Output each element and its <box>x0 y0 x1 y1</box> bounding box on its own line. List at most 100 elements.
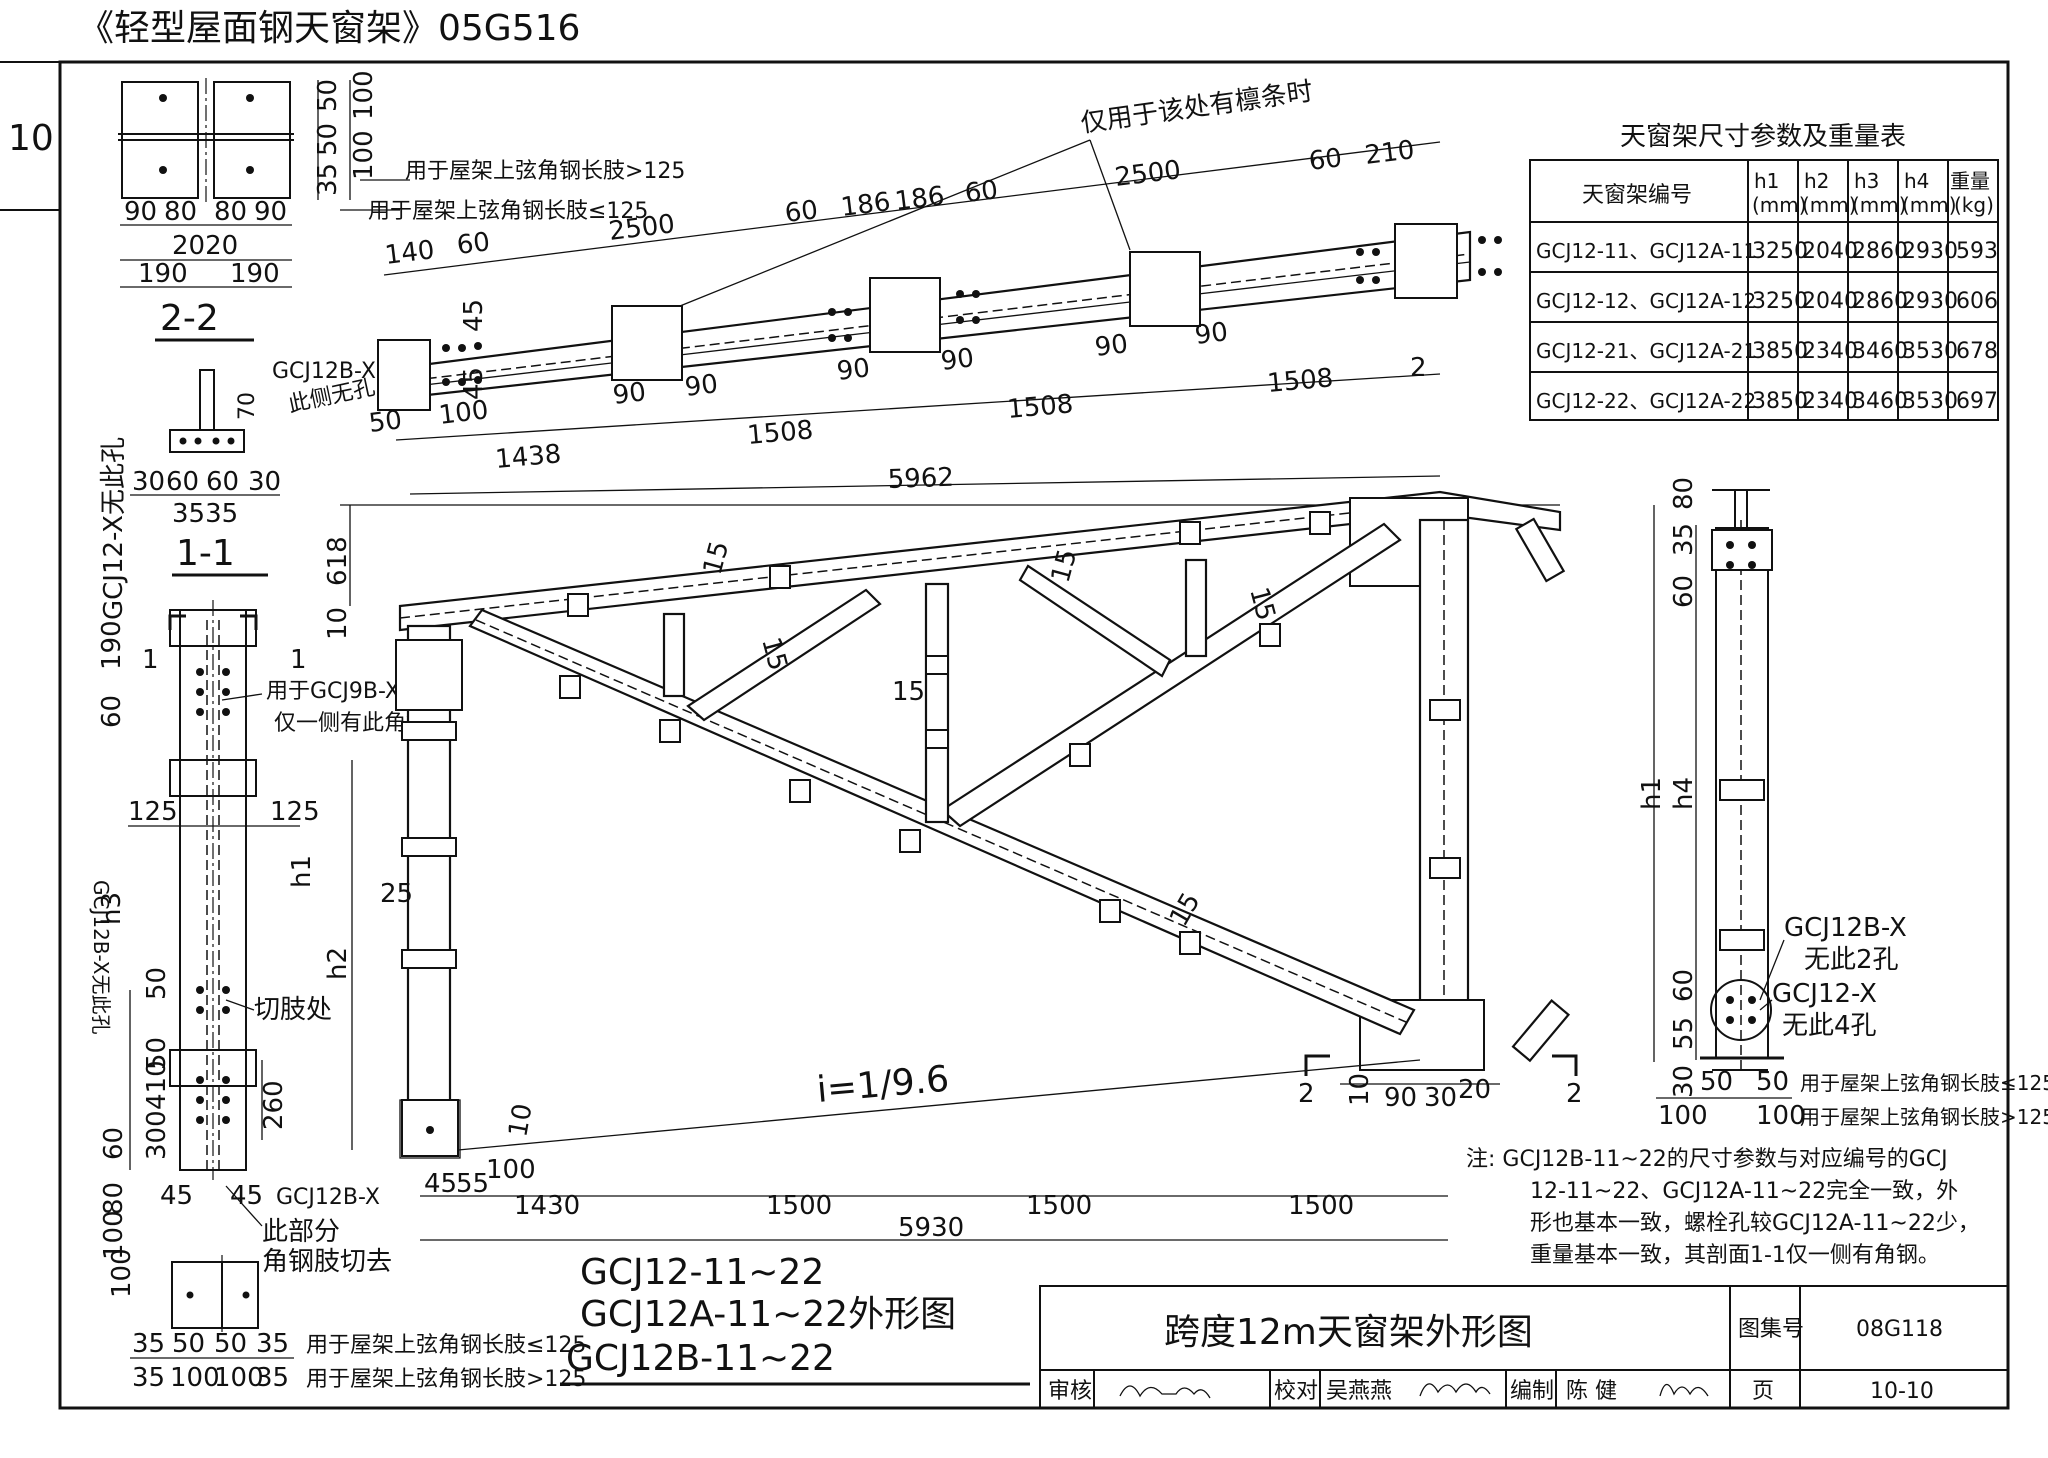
svg-text:100: 100 <box>1756 1101 1806 1131</box>
table-header-weight: 重量 <box>1950 169 1990 193</box>
svg-text:2: 2 <box>1298 1079 1315 1109</box>
svg-text:90: 90 <box>683 369 720 403</box>
svg-text:编制: 编制 <box>1510 1379 1554 1404</box>
svg-text:GCJ12B-X无此孔: GCJ12B-X无此孔 <box>89 880 113 1034</box>
svg-text:50: 50 <box>214 1329 247 1359</box>
svg-text:GCJ12B-11~22: GCJ12B-11~22 <box>566 1338 835 1379</box>
right-column-detail: h1 h4 80 35 60 60 55 30 GCJ12B-X 无此2孔 GC… <box>1637 477 2048 1131</box>
svg-text:45: 45 <box>424 1169 457 1199</box>
svg-text:GCJ12B-X: GCJ12B-X <box>1784 913 1907 943</box>
left-column-detail: 2-2 11 用于GCJ9B-X时 仅一侧有此角钢 GCJ12B-X无此孔 切肢… <box>89 600 586 1393</box>
svg-text:90: 90 <box>611 377 648 411</box>
svg-text:注: GCJ12B-11~22的尺寸参数与对应编号的GCJ: 注: GCJ12B-11~22的尺寸参数与对应编号的GCJ <box>1466 1147 1948 1172</box>
svg-text:30: 30 <box>248 467 281 497</box>
svg-text:190: 190 <box>230 259 280 289</box>
svg-text:190: 190 <box>138 259 188 289</box>
svg-text:35: 35 <box>313 163 343 196</box>
svg-text:55: 55 <box>456 1169 489 1199</box>
svg-text:45: 45 <box>160 1181 193 1211</box>
table-cell-value: 2860 <box>1852 239 1908 264</box>
svg-text:100: 100 <box>107 1248 137 1298</box>
svg-text:12-11~22、GCJ12A-11~22完全一致，外: 12-11~22、GCJ12A-11~22完全一致，外 <box>1530 1179 1958 1204</box>
svg-text:50: 50 <box>172 1329 205 1359</box>
svg-text:80: 80 <box>214 197 247 227</box>
table-cell-value: 606 <box>1956 289 1998 314</box>
header-title: 《轻型屋面钢天窗架》05G516 <box>78 8 580 49</box>
top-chord-detail: 仅用于该处有檩条时 140 60 2500 60 186 186 60 2500… <box>367 77 1502 495</box>
svg-text:10: 10 <box>323 607 353 640</box>
svg-text:(mm): (mm) <box>1902 193 1957 217</box>
svg-text:无此2孔: 无此2孔 <box>1804 945 1899 975</box>
table-cell-value: 3850 <box>1752 339 1808 364</box>
svg-text:h1: h1 <box>287 855 317 888</box>
svg-text:35: 35 <box>256 1363 289 1393</box>
svg-text:此部分: 此部分 <box>262 1217 340 1247</box>
svg-text:60: 60 <box>206 467 239 497</box>
svg-text:50: 50 <box>313 123 343 156</box>
svg-text:GCJ12B-X: GCJ12B-X <box>272 359 376 384</box>
table-cell-value: 678 <box>1956 339 1998 364</box>
svg-text:1508: 1508 <box>746 415 815 451</box>
table-cell-value: 593 <box>1956 239 1998 264</box>
svg-text:30: 30 <box>1424 1083 1457 1113</box>
svg-text:(mm): (mm) <box>1802 193 1857 217</box>
svg-text:h1: h1 <box>1637 777 1667 810</box>
table-cell-value: 2340 <box>1802 339 1858 364</box>
svg-text:图集号: 图集号 <box>1738 1317 1804 1342</box>
svg-text:90: 90 <box>1093 329 1130 363</box>
svg-text:1508: 1508 <box>1006 389 1075 425</box>
svg-text:GCJ12-11~22: GCJ12-11~22 <box>580 1252 824 1293</box>
svg-text:1500: 1500 <box>766 1191 832 1221</box>
svg-text:陈 健: 陈 健 <box>1566 1379 1617 1404</box>
page-marker: 10 <box>8 118 54 159</box>
svg-text:10: 10 <box>503 1101 538 1139</box>
section-1-1: 70 30 60 60 30 3535 1-1 GCJ12B-X 此侧无孔 GC… <box>99 359 377 620</box>
svg-text:60: 60 <box>99 1127 129 1160</box>
svg-text:校对: 校对 <box>1274 1379 1318 1404</box>
svg-text:50: 50 <box>1700 1067 1733 1097</box>
svg-text:2: 2 <box>1566 1079 1583 1109</box>
svg-text:80: 80 <box>99 1182 129 1215</box>
svg-text:260: 260 <box>259 1080 289 1130</box>
section-2-2: 90 80 80 90 2020 190 190 2-2 35 50 50 10… <box>118 70 685 342</box>
drafter-signature <box>1659 1383 1709 1397</box>
table-cell-id: GCJ12-22、GCJ12A-22 <box>1536 389 1756 413</box>
sheet-border <box>58 60 2010 1410</box>
svg-text:GCJ12B-X: GCJ12B-X <box>276 1185 380 1210</box>
svg-text:90: 90 <box>835 353 872 387</box>
title-block-title: 跨度12m天窗架外形图 <box>1164 1312 1533 1353</box>
table-cell-value: 2930 <box>1902 289 1958 314</box>
svg-text:1: 1 <box>290 645 307 675</box>
svg-text:60: 60 <box>963 175 1000 209</box>
svg-text:1438: 1438 <box>494 439 563 475</box>
svg-text:形也基本一致，螺栓孔较GCJ12A-11~22少，: 形也基本一致，螺栓孔较GCJ12A-11~22少， <box>1530 1211 1980 1236</box>
svg-text:5930: 5930 <box>898 1213 964 1243</box>
svg-text:h3: h3 <box>97 892 127 925</box>
svg-text:35: 35 <box>256 1329 289 1359</box>
notes: 注: GCJ12B-11~22的尺寸参数与对应编号的GCJ 12-11~22、G… <box>1466 1147 1980 1268</box>
table-cell-value: 697 <box>1956 389 1998 414</box>
svg-text:35: 35 <box>1669 523 1699 556</box>
table-cell-value: 2040 <box>1802 239 1858 264</box>
table-cell-value: 2860 <box>1852 289 1908 314</box>
svg-text:仅用于该处有檩条时: 仅用于该处有檩条时 <box>1079 77 1315 139</box>
svg-text:30: 30 <box>1669 1065 1699 1098</box>
svg-text:100: 100 <box>99 1210 129 1260</box>
table-rows: GCJ12-11、GCJ12A-113250204028602930593GCJ… <box>1536 239 1998 414</box>
table-cell-id: GCJ12-11、GCJ12A-11 <box>1536 239 1756 263</box>
svg-text:i=1/9.6: i=1/9.6 <box>815 1059 951 1111</box>
svg-text:10-10: 10-10 <box>1870 1379 1934 1404</box>
svg-text:25: 25 <box>380 879 413 909</box>
table-cell-id: GCJ12-12、GCJ12A-12 <box>1536 289 1756 313</box>
svg-text:80: 80 <box>1669 477 1699 510</box>
frame-elevation: 15 15 15 15 15 15 25 618 10 h1 h2 i=1/9.… <box>287 490 1583 1243</box>
svg-text:10: 10 <box>1345 1073 1375 1106</box>
svg-text:5962: 5962 <box>887 463 954 495</box>
drawing-caption: GCJ12-11~22 GCJ12A-11~22外形图 GCJ12B-11~22 <box>560 1252 1030 1386</box>
svg-text:100: 100 <box>1658 1101 1708 1131</box>
svg-text:35: 35 <box>132 1363 165 1393</box>
svg-text:100: 100 <box>214 1363 264 1393</box>
table-cell-value: 2930 <box>1902 239 1958 264</box>
table-title: 天窗架尺寸参数及重量表 <box>1620 122 1906 152</box>
table-cell-value: 2040 <box>1802 289 1858 314</box>
